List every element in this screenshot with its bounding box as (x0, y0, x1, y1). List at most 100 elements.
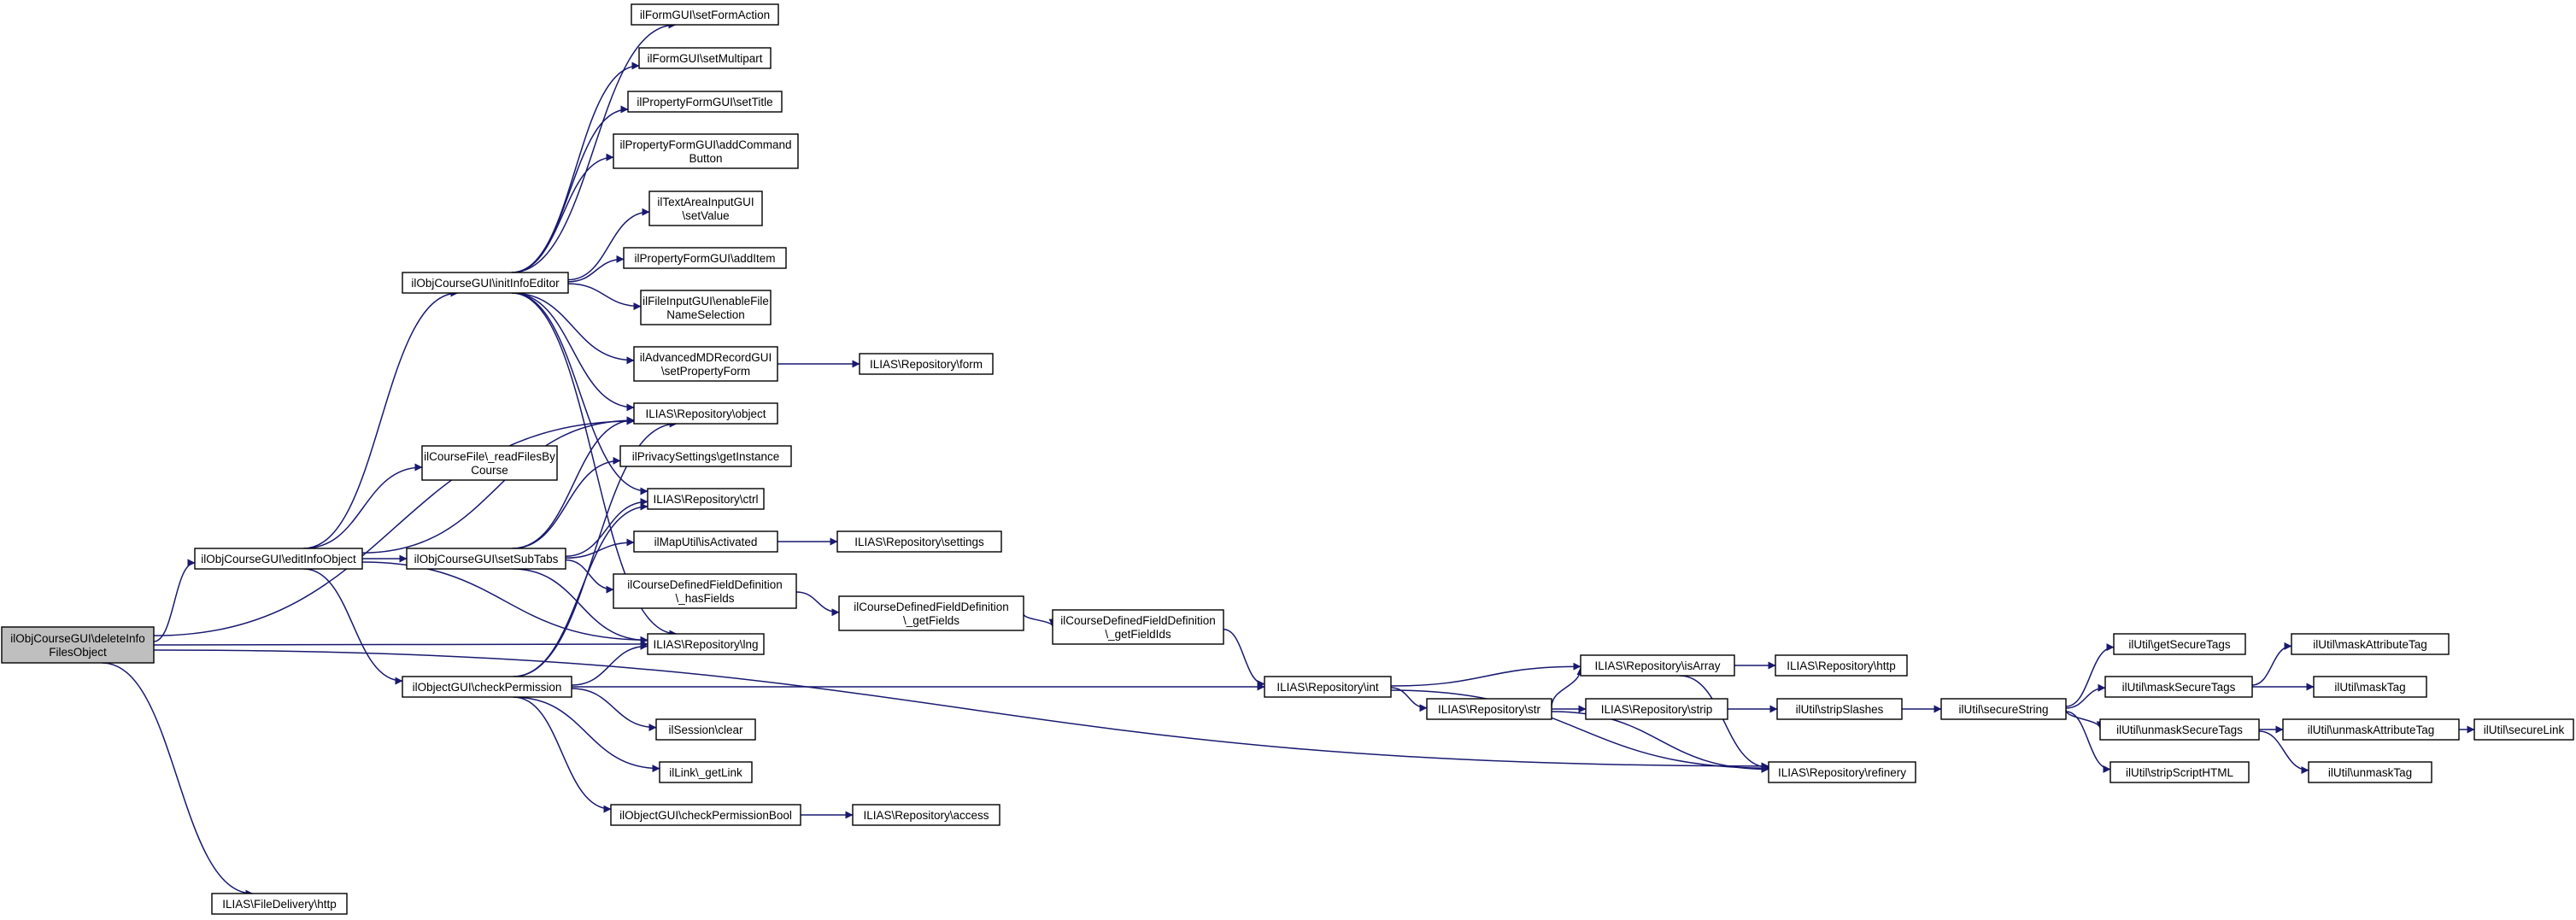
node-box (648, 190, 763, 226)
node-unmaskTag[interactable]: ilUtil\unmaskTag (2308, 761, 2432, 783)
edge-setSubTabs-to-repoCtrl (565, 497, 648, 557)
node-box (659, 761, 753, 783)
edge-checkPerm-to-getLink (513, 696, 660, 773)
edge-unmaskSecureTags-to-unmaskTag (2258, 730, 2309, 775)
edge-repoInt-to-repoStr (1390, 687, 1428, 712)
node-label: FilesObject (49, 646, 107, 659)
node-hasFields[interactable]: ilCourseDefinedFieldDefinition\_hasField… (613, 573, 797, 609)
edge-initInfo-to-repoLng (511, 292, 678, 638)
node-label: ilCourseDefinedFieldDefinition (854, 601, 1009, 613)
node-box (638, 47, 772, 69)
node-box (2104, 676, 2253, 698)
node-repoLng[interactable]: ILIAS\Repository\lng (647, 633, 765, 655)
node-getFields[interactable]: ilCourseDefinedFieldDefinition\_getField… (838, 595, 1024, 631)
node-label: ilObjectGUI\checkPermission (413, 681, 562, 694)
node-fileDelivery[interactable]: ILIAS\FileDelivery\http (211, 893, 348, 915)
node-repoForm[interactable]: ILIAS\Repository\form (859, 353, 994, 375)
node-checkPerm[interactable]: ilObjectGUI\checkPermission (402, 676, 572, 698)
node-repoCtrl[interactable]: ILIAS\Repository\ctrl (647, 488, 765, 510)
edge-checkPerm-to-repoCtrl (513, 502, 648, 677)
node-repoHttp[interactable]: ILIAS\Repository\http (1775, 654, 1908, 677)
node-label: ilFormGUI\setMultipart (647, 52, 762, 65)
node-label: ilPropertyFormGUI\addItem (634, 252, 775, 265)
node-mapUtil[interactable]: ilMapUtil\isActivated (633, 530, 778, 553)
node-maskTag[interactable]: ilUtil\maskTag (2313, 676, 2427, 698)
node-checkPermBool[interactable]: ilObjectGUI\checkPermissionBool (610, 804, 801, 826)
node-box (194, 548, 363, 570)
node-getSecureTags[interactable]: ilUtil\getSecureTags (2113, 633, 2246, 655)
node-box (421, 445, 558, 481)
node-repoStr[interactable]: ILIAS\Repository\str (1426, 698, 1552, 720)
edge-repoStr-to-repoIsArray (1551, 666, 1585, 708)
node-setTitle[interactable]: ilPropertyFormGUI\setTitle (627, 91, 783, 113)
edge-editInfo-to-initInfo (303, 289, 459, 549)
node-setSubTabs[interactable]: ilObjCourseGUI\setSubTabs (406, 548, 566, 570)
node-maskSecureTags[interactable]: ilUtil\maskSecureTags (2104, 676, 2253, 698)
node-label: ilUtil\stripSlashes (1796, 703, 1884, 716)
node-privacy[interactable]: ilPrivacySettings\getInstance (619, 445, 792, 467)
node-label: ILIAS\Repository\strip (1601, 703, 1713, 716)
node-getLink[interactable]: ilLink\_getLink (659, 761, 753, 783)
edge-deleteInfo-to-editInfo (153, 559, 196, 642)
node-repoRefinery[interactable]: ILIAS\Repository\refinery (1768, 761, 1916, 783)
edge-layer (102, 21, 2475, 898)
node-maskAttributeTag[interactable]: ilUtil\maskAttributeTag (2291, 633, 2450, 655)
node-addItem[interactable]: ilPropertyFormGUI\addItem (623, 247, 787, 269)
node-secureString[interactable]: ilUtil\secureString (1940, 698, 2067, 720)
node-label: ilFormGUI\setFormAction (640, 9, 770, 21)
node-label: ilObjCourseGUI\initInfoEditor (411, 277, 560, 290)
node-repoIsArray[interactable]: ILIAS\Repository\isArray (1580, 654, 1735, 677)
node-unmaskAttributeTag[interactable]: ilUtil\unmaskAttributeTag (2282, 718, 2460, 741)
edge-initInfo-to-fileInput (567, 283, 642, 311)
edge-editInfo-to-repoLng (361, 561, 648, 644)
node-label: ilUtil\stripScriptHTML (2126, 766, 2234, 779)
node-label: \_hasFields (675, 592, 734, 605)
edge-editInfo-to-readFiles (303, 463, 423, 549)
node-box (640, 290, 772, 325)
node-box (402, 272, 569, 294)
node-initInfo[interactable]: ilObjCourseGUI\initInfoEditor (402, 272, 569, 294)
node-label: ilAdvancedMDRecordGUI (640, 351, 772, 364)
node-box (1, 626, 155, 664)
node-repoInt[interactable]: ILIAS\Repository\int (1264, 676, 1392, 698)
node-box (836, 530, 1002, 553)
node-label: ILIAS\Repository\int (1276, 681, 1379, 694)
node-getFieldIds[interactable]: ilCourseDefinedFieldDefinition\_getField… (1052, 609, 1224, 645)
node-stripScriptHTML[interactable]: ilUtil\stripScriptHTML (2110, 761, 2250, 783)
node-repoStrip[interactable]: ILIAS\Repository\strip (1585, 698, 1728, 720)
node-setMultipart[interactable]: ilFormGUI\setMultipart (638, 47, 772, 69)
node-advMD[interactable]: ilAdvancedMDRecordGUI\setPropertyForm (633, 346, 778, 382)
node-editInfo[interactable]: ilObjCourseGUI\editInfoObject (194, 548, 363, 570)
node-box (2113, 633, 2246, 655)
node-label: NameSelection (666, 308, 745, 321)
node-textArea[interactable]: ilTextAreaInputGUI\setValue (648, 190, 763, 226)
edge-initInfo-to-addItem (567, 255, 625, 283)
node-label: Button (689, 152, 722, 165)
edge-editInfo-to-repoObject (361, 416, 635, 554)
node-unmaskSecureTags[interactable]: ilUtil\unmaskSecureTags (2099, 718, 2260, 741)
node-setFormAction[interactable]: ilFormGUI\setFormAction (631, 3, 779, 26)
node-repoObject[interactable]: ILIAS\Repository\object (633, 402, 778, 425)
node-stripSlashes[interactable]: ilUtil\stripSlashes (1776, 698, 1903, 720)
node-repoSettings[interactable]: ILIAS\Repository\settings (836, 530, 1002, 553)
node-box (633, 346, 778, 382)
node-label: ilTextAreaInputGUI (657, 196, 754, 208)
node-sessionClear[interactable]: ilSession\clear (655, 718, 756, 741)
node-box (2110, 761, 2250, 783)
node-label: ilObjCourseGUI\setSubTabs (414, 553, 559, 565)
edge-initInfo-to-setMultipart (511, 62, 640, 273)
node-label: ILIAS\Repository\isArray (1594, 659, 1720, 672)
node-box (1426, 698, 1552, 720)
node-label: ilUtil\maskSecureTags (2122, 681, 2236, 694)
node-label: \_getFieldIds (1105, 628, 1171, 641)
node-box (2099, 718, 2260, 741)
node-label: ilCourseFile\_readFilesBy (424, 450, 555, 463)
node-box (631, 3, 779, 26)
node-repoAccess[interactable]: ILIAS\Repository\access (852, 804, 1000, 826)
node-secureLink[interactable]: ilUtil\secureLink (2473, 718, 2574, 741)
node-box (647, 488, 765, 510)
